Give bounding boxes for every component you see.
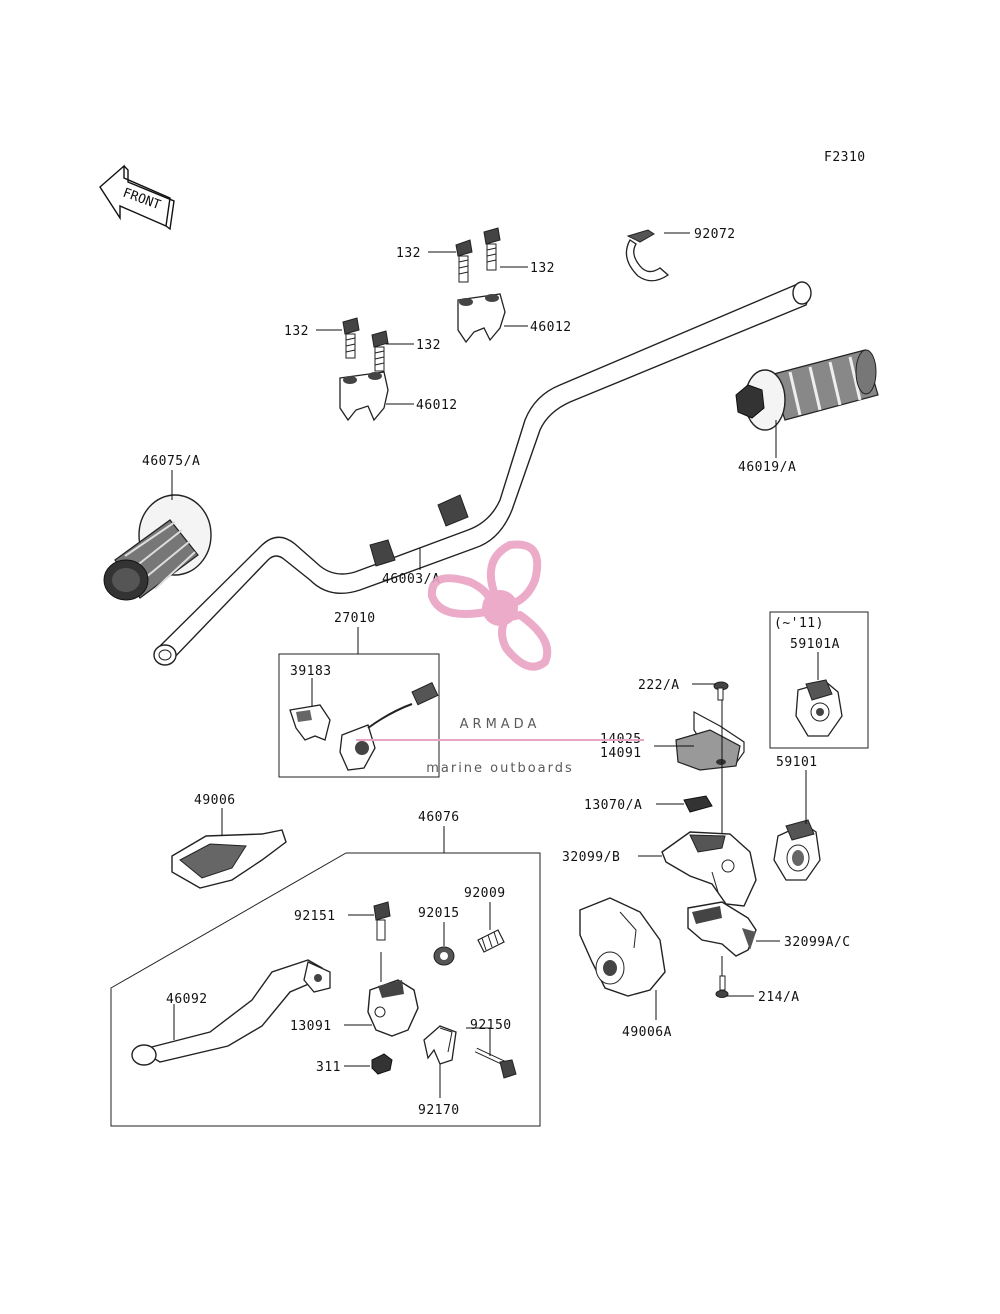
label-46075a: 46075/A: [142, 454, 200, 469]
label-214a: 214/A: [758, 990, 800, 1005]
clamp-39183: [289, 704, 331, 741]
label-note-11: (~'11): [774, 616, 824, 631]
bolt-132-a: [455, 239, 473, 283]
switch-assembly-box: [278, 653, 440, 778]
band-92072: [625, 229, 670, 282]
figure-code: F2310: [824, 150, 866, 165]
label-132-a: 132: [396, 246, 421, 261]
throttle-cover-49006a: [579, 897, 666, 997]
label-49006: 49006: [194, 793, 236, 808]
label-132-b: 132: [530, 261, 555, 276]
leader-lines: [171, 232, 819, 1098]
bolt-132-c: [342, 317, 360, 359]
label-59101a: 59101A: [790, 637, 840, 652]
collar-92015: [433, 946, 455, 966]
bracket-13091: [367, 979, 419, 1037]
label-14091: 14091: [600, 746, 642, 761]
label-222a: 222/A: [638, 678, 680, 693]
clamp-46012-upper: [457, 293, 506, 344]
label-13070a: 13070/A: [584, 798, 642, 813]
watermark-brand: ARMADA: [460, 717, 541, 732]
label-92151: 92151: [294, 909, 336, 924]
clamp-92170: [423, 1025, 457, 1065]
early-model-box: [769, 611, 869, 749]
label-92009: 92009: [464, 886, 506, 901]
right-grip: [735, 349, 879, 431]
label-59101: 59101: [776, 755, 818, 770]
label-46012-a: 46012: [530, 320, 572, 335]
throttle-cap-59101a: [795, 679, 843, 737]
label-92150: 92150: [470, 1018, 512, 1033]
label-311: 311: [316, 1060, 341, 1075]
lever-cover-49006: [171, 829, 287, 889]
watermark-tagline: marine outboards: [426, 761, 574, 776]
throttle-housing-32099b: [661, 831, 757, 907]
switch-27010: [339, 682, 439, 771]
propeller-logo-icon: [427, 540, 552, 671]
adjuster-92009: [477, 929, 505, 953]
bolt-132-d: [371, 330, 389, 372]
label-13091: 13091: [290, 1019, 332, 1034]
adjuster-13070a: [683, 795, 713, 813]
label-46012-b: 46012: [416, 398, 458, 413]
bolt-92150: [474, 1047, 517, 1079]
front-arrow-icon: FRONT: [99, 164, 175, 231]
label-92015: 92015: [418, 906, 460, 921]
label-132-d: 132: [416, 338, 441, 353]
label-46003a: 46003/A: [382, 572, 440, 587]
clutch-assembly-box: [110, 852, 541, 1127]
part-labels: 132 132 132 132 92072 46012 46012 46019/…: [142, 227, 851, 1118]
cover-14025: [675, 710, 745, 771]
handlebar: [153, 281, 812, 666]
lever-46092: [131, 959, 331, 1066]
label-92072: 92072: [694, 227, 736, 242]
label-46019a: 46019/A: [738, 460, 796, 475]
label-32099b: 32099/B: [562, 850, 620, 865]
screw-214a: [715, 975, 729, 998]
throttle-cap-59101: [773, 819, 821, 881]
label-46076: 46076: [418, 810, 460, 825]
label-39183: 39183: [290, 664, 332, 679]
bolt-92151: [373, 901, 391, 941]
throttle-housing-32099ac: [687, 901, 757, 957]
bolt-132-b: [483, 227, 501, 271]
clamp-46012-lower: [339, 371, 389, 422]
label-27010: 27010: [334, 611, 376, 626]
label-46092: 46092: [166, 992, 208, 1007]
label-132-c: 132: [284, 324, 309, 339]
screw-222a: [713, 681, 729, 701]
watermark: ARMADA marine outboards: [356, 540, 644, 776]
label-49006a: 49006A: [622, 1025, 672, 1040]
label-32099ac: 32099A/C: [784, 935, 851, 950]
left-grip: [103, 494, 212, 601]
label-92170: 92170: [418, 1103, 460, 1118]
nut-311: [371, 1053, 393, 1075]
